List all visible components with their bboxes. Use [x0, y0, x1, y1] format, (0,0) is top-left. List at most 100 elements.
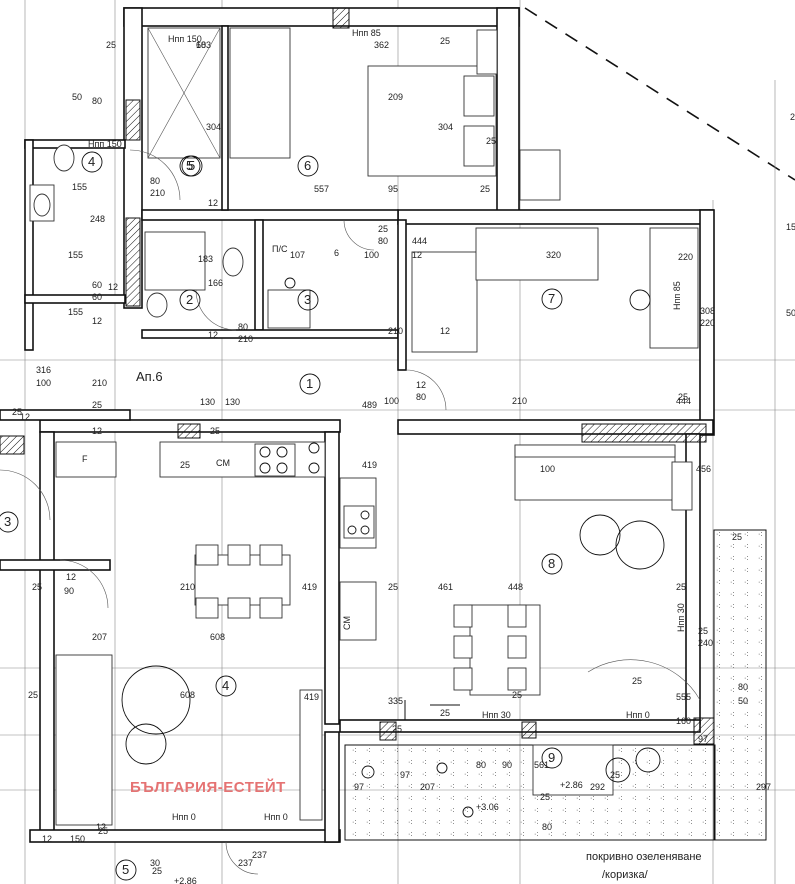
- dimension-label: 25: [92, 400, 102, 410]
- dimension-label: 80: [378, 236, 388, 246]
- plant-icon: [361, 765, 375, 779]
- dimension-label: 60: [92, 292, 102, 302]
- room-number-circle: [115, 859, 137, 881]
- roof-edge-line: [524, 7, 795, 181]
- dimension-label: 25: [180, 460, 190, 470]
- appliance-label: CM: [216, 458, 230, 468]
- dimension-label: 210: [180, 582, 195, 592]
- dimension-label: 25: [540, 792, 550, 802]
- level-mark: +3.06: [476, 802, 499, 812]
- dimension-label: 608: [210, 632, 225, 642]
- dimension-label: 166: [208, 278, 223, 288]
- dimension-label: 25: [440, 36, 450, 46]
- desk: [649, 227, 699, 349]
- dimension-label: 304: [438, 122, 453, 132]
- dimension-label: 12: [92, 316, 102, 326]
- dimension-label: 444: [412, 236, 427, 246]
- dimension-label: 461: [438, 582, 453, 592]
- room-number-circle: [297, 155, 319, 177]
- dimension-label: 25: [378, 224, 388, 234]
- dimension-label: 80: [238, 322, 248, 332]
- room-number-circle: [541, 288, 563, 310]
- dimension-label: 183: [198, 254, 213, 264]
- dimension-label: 25: [392, 724, 402, 734]
- dimension-label: 25: [732, 532, 742, 542]
- room-number-circle: [81, 151, 103, 173]
- caption-line-1: покривно озеленяване: [586, 851, 702, 863]
- dimension-label: 12: [66, 572, 76, 582]
- window-label: Hпп 85: [352, 28, 381, 38]
- dimension-label: 25: [210, 426, 220, 436]
- room-number: 8: [548, 556, 555, 571]
- room-number-circle: [297, 289, 319, 311]
- dimension-label: 210: [238, 334, 253, 344]
- room-number: 3: [4, 514, 11, 529]
- chair-icon: [629, 289, 651, 311]
- dimension-label: 12: [412, 250, 422, 260]
- sink-icon: [33, 193, 51, 217]
- dimension-label: 207: [92, 632, 107, 642]
- dimension-label: 248: [90, 214, 105, 224]
- window-label: Hпп 85: [672, 281, 682, 310]
- dimension-label: 25: [790, 112, 795, 122]
- sanitary: [29, 144, 375, 539]
- door-arc-icon: [129, 149, 181, 201]
- wardrobe: [229, 27, 291, 159]
- dimension-label: 210: [92, 378, 107, 388]
- dimension-label: 155: [72, 182, 87, 192]
- dining-table-right: [469, 604, 541, 696]
- window-label: Hпп 0: [264, 812, 288, 822]
- dimension-label: 97: [400, 770, 410, 780]
- dimension-label: 12: [416, 380, 426, 390]
- dimension-label: 80: [150, 176, 160, 186]
- dimension-label: 237: [238, 858, 253, 868]
- kitchen-counter: [159, 441, 326, 478]
- apartment-label: Ап.6: [136, 369, 163, 384]
- dimension-label: 362: [374, 40, 389, 50]
- dimension-label: 12: [42, 834, 52, 844]
- dimension-label: 220: [700, 318, 715, 328]
- window-label: Hпп 0: [626, 710, 650, 720]
- room-number: 3: [304, 292, 311, 307]
- dimension-label: 80: [416, 392, 426, 402]
- dimension-label: 25: [98, 826, 108, 836]
- dimension-label: 80: [92, 96, 102, 106]
- dimension-label: 444: [676, 396, 691, 406]
- room-number-circle: [179, 289, 201, 311]
- dimension-label: 25: [28, 690, 38, 700]
- dimension-label: 12: [92, 426, 102, 436]
- dimension-label: 335: [388, 696, 403, 706]
- dimension-label: 155: [68, 250, 83, 260]
- dimension-label: 210: [388, 326, 403, 336]
- structural-columns: [0, 7, 715, 745]
- room-number-circle: [0, 511, 19, 533]
- room-number-circle: [541, 747, 563, 769]
- dimension-label: 209: [388, 92, 403, 102]
- dimension-label: 90: [64, 586, 74, 596]
- dimension-label: 12: [440, 326, 450, 336]
- window-label: Hпп 30: [482, 710, 511, 720]
- dimension-label: 561: [534, 760, 549, 770]
- dimension-label: 150: [70, 834, 85, 844]
- room-number: 4: [88, 154, 95, 169]
- dimension-label: 220: [678, 252, 693, 262]
- window-label: Hпп 30: [676, 603, 686, 632]
- dimension-label: 25: [152, 866, 162, 876]
- dimension-label: 489: [362, 400, 377, 410]
- dimension-label: 130: [225, 397, 240, 407]
- dimension-label: 6: [334, 248, 339, 258]
- dimension-label: 297: [756, 782, 771, 792]
- dimension-label: 12: [20, 412, 30, 422]
- appliance-label: CM: [342, 616, 352, 630]
- dimension-label: 80: [738, 682, 748, 692]
- shower-icon: [144, 231, 206, 291]
- room-number-circle: [299, 373, 321, 395]
- dimension-label: 50: [738, 696, 748, 706]
- appliance-label: F: [82, 454, 88, 464]
- stove-icon: [254, 443, 296, 477]
- dimension-label: 419: [304, 692, 319, 702]
- level-mark: +2.86: [174, 876, 197, 884]
- room-number: 5: [186, 158, 193, 173]
- sofa-left: [55, 654, 113, 826]
- dimension-label: 237: [252, 850, 267, 860]
